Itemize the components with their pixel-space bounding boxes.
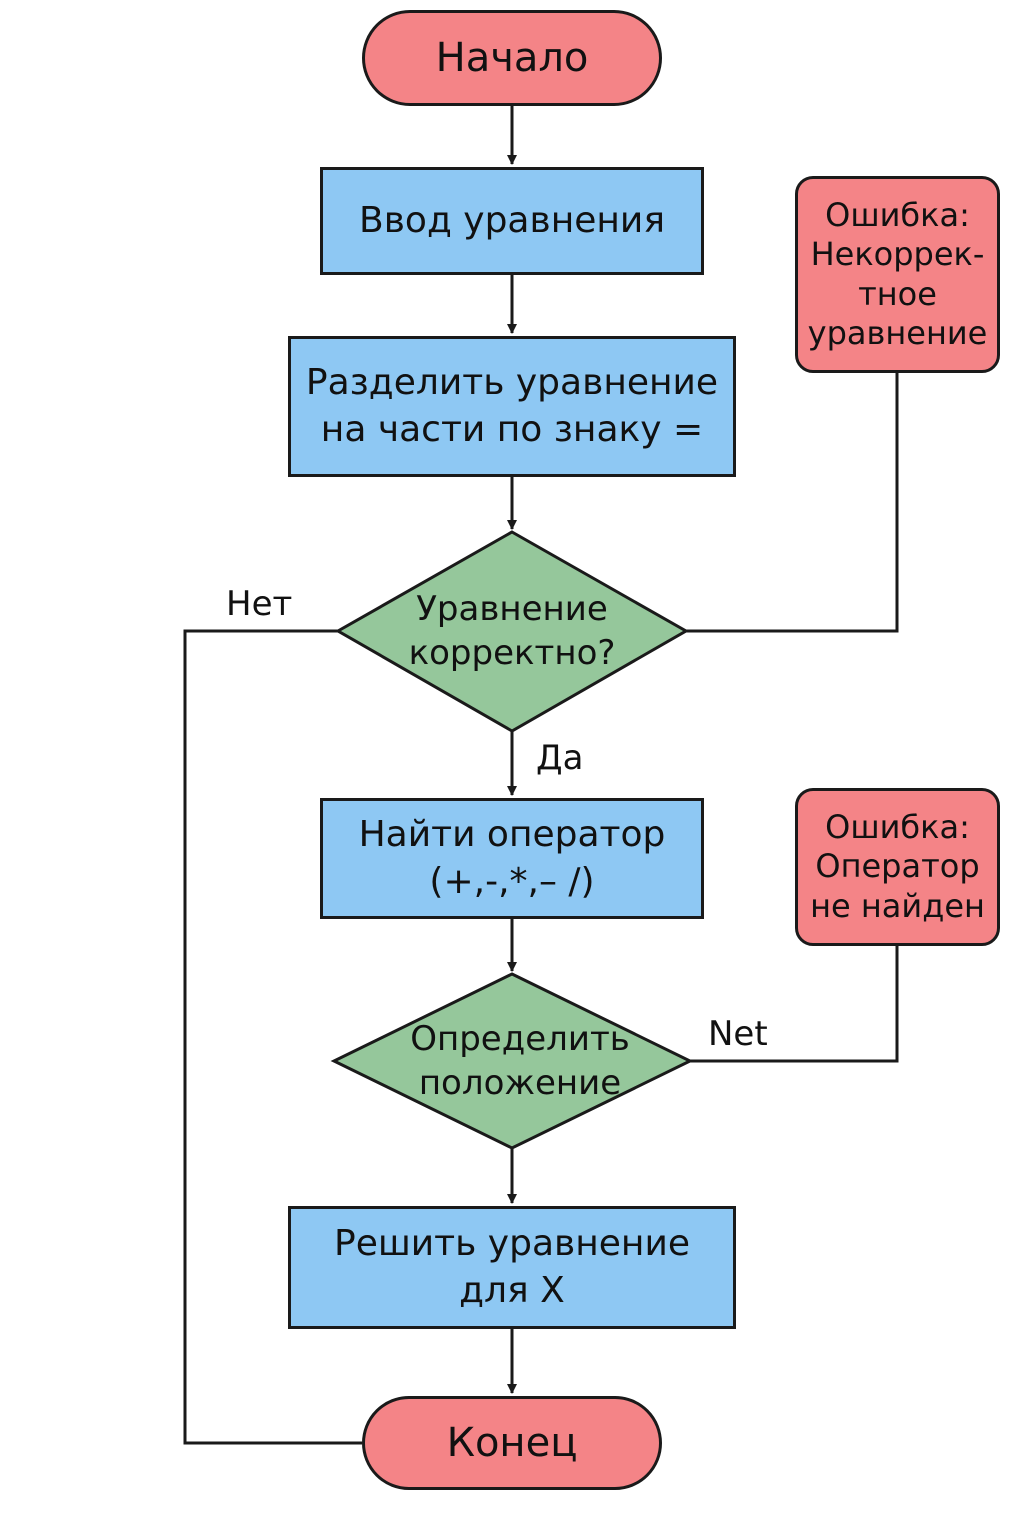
edge-label-no-left: Нет	[226, 584, 293, 624]
find-operator-box: Найти оператор (+,-,*,– /)	[320, 798, 704, 919]
error-operator-label: Ошибка: Оператор не найден	[810, 808, 985, 925]
error-operator-box: Ошибка: Оператор не найден	[795, 788, 1000, 946]
decision-position-label: Определить положение	[410, 1018, 630, 1103]
input-equation-box: Ввод уравнения	[320, 167, 704, 275]
edge-label-yes: Да	[536, 738, 584, 778]
end-label: Конец	[446, 1420, 578, 1466]
error-invalid-box: Ошибка: Некоррек- тное уравнение	[795, 176, 1000, 373]
find-operator-label: Найти оператор (+,-,*,– /)	[358, 814, 666, 902]
solve-equation-box: Решить уравнение для X	[288, 1206, 736, 1329]
connector-invalid-to-end	[183, 629, 362, 1445]
decision-position-label-wrap: Определить положение	[380, 1005, 660, 1117]
start-label: Начало	[435, 35, 589, 81]
split-equation-box: Разделить уравнение на части по знаку =	[288, 336, 736, 477]
decision-valid-label-wrap: Уравнение корректно?	[378, 572, 646, 690]
solve-equation-label: Решить уравнение для X	[333, 1223, 691, 1311]
end-terminal: Конец	[362, 1396, 662, 1490]
start-terminal: Начало	[362, 10, 662, 106]
error-invalid-label: Ошибка: Некоррек- тное уравнение	[807, 196, 988, 352]
decision-valid-label: Уравнение корректно?	[408, 588, 616, 673]
connector-position-to-error-operator	[690, 946, 899, 1063]
edge-label-no-right: Net	[708, 1014, 768, 1054]
input-equation-label: Ввод уравнения	[359, 199, 665, 241]
split-equation-label: Разделить уравнение на части по знаку =	[305, 362, 719, 450]
connector-check-to-error-invalid	[686, 373, 899, 633]
